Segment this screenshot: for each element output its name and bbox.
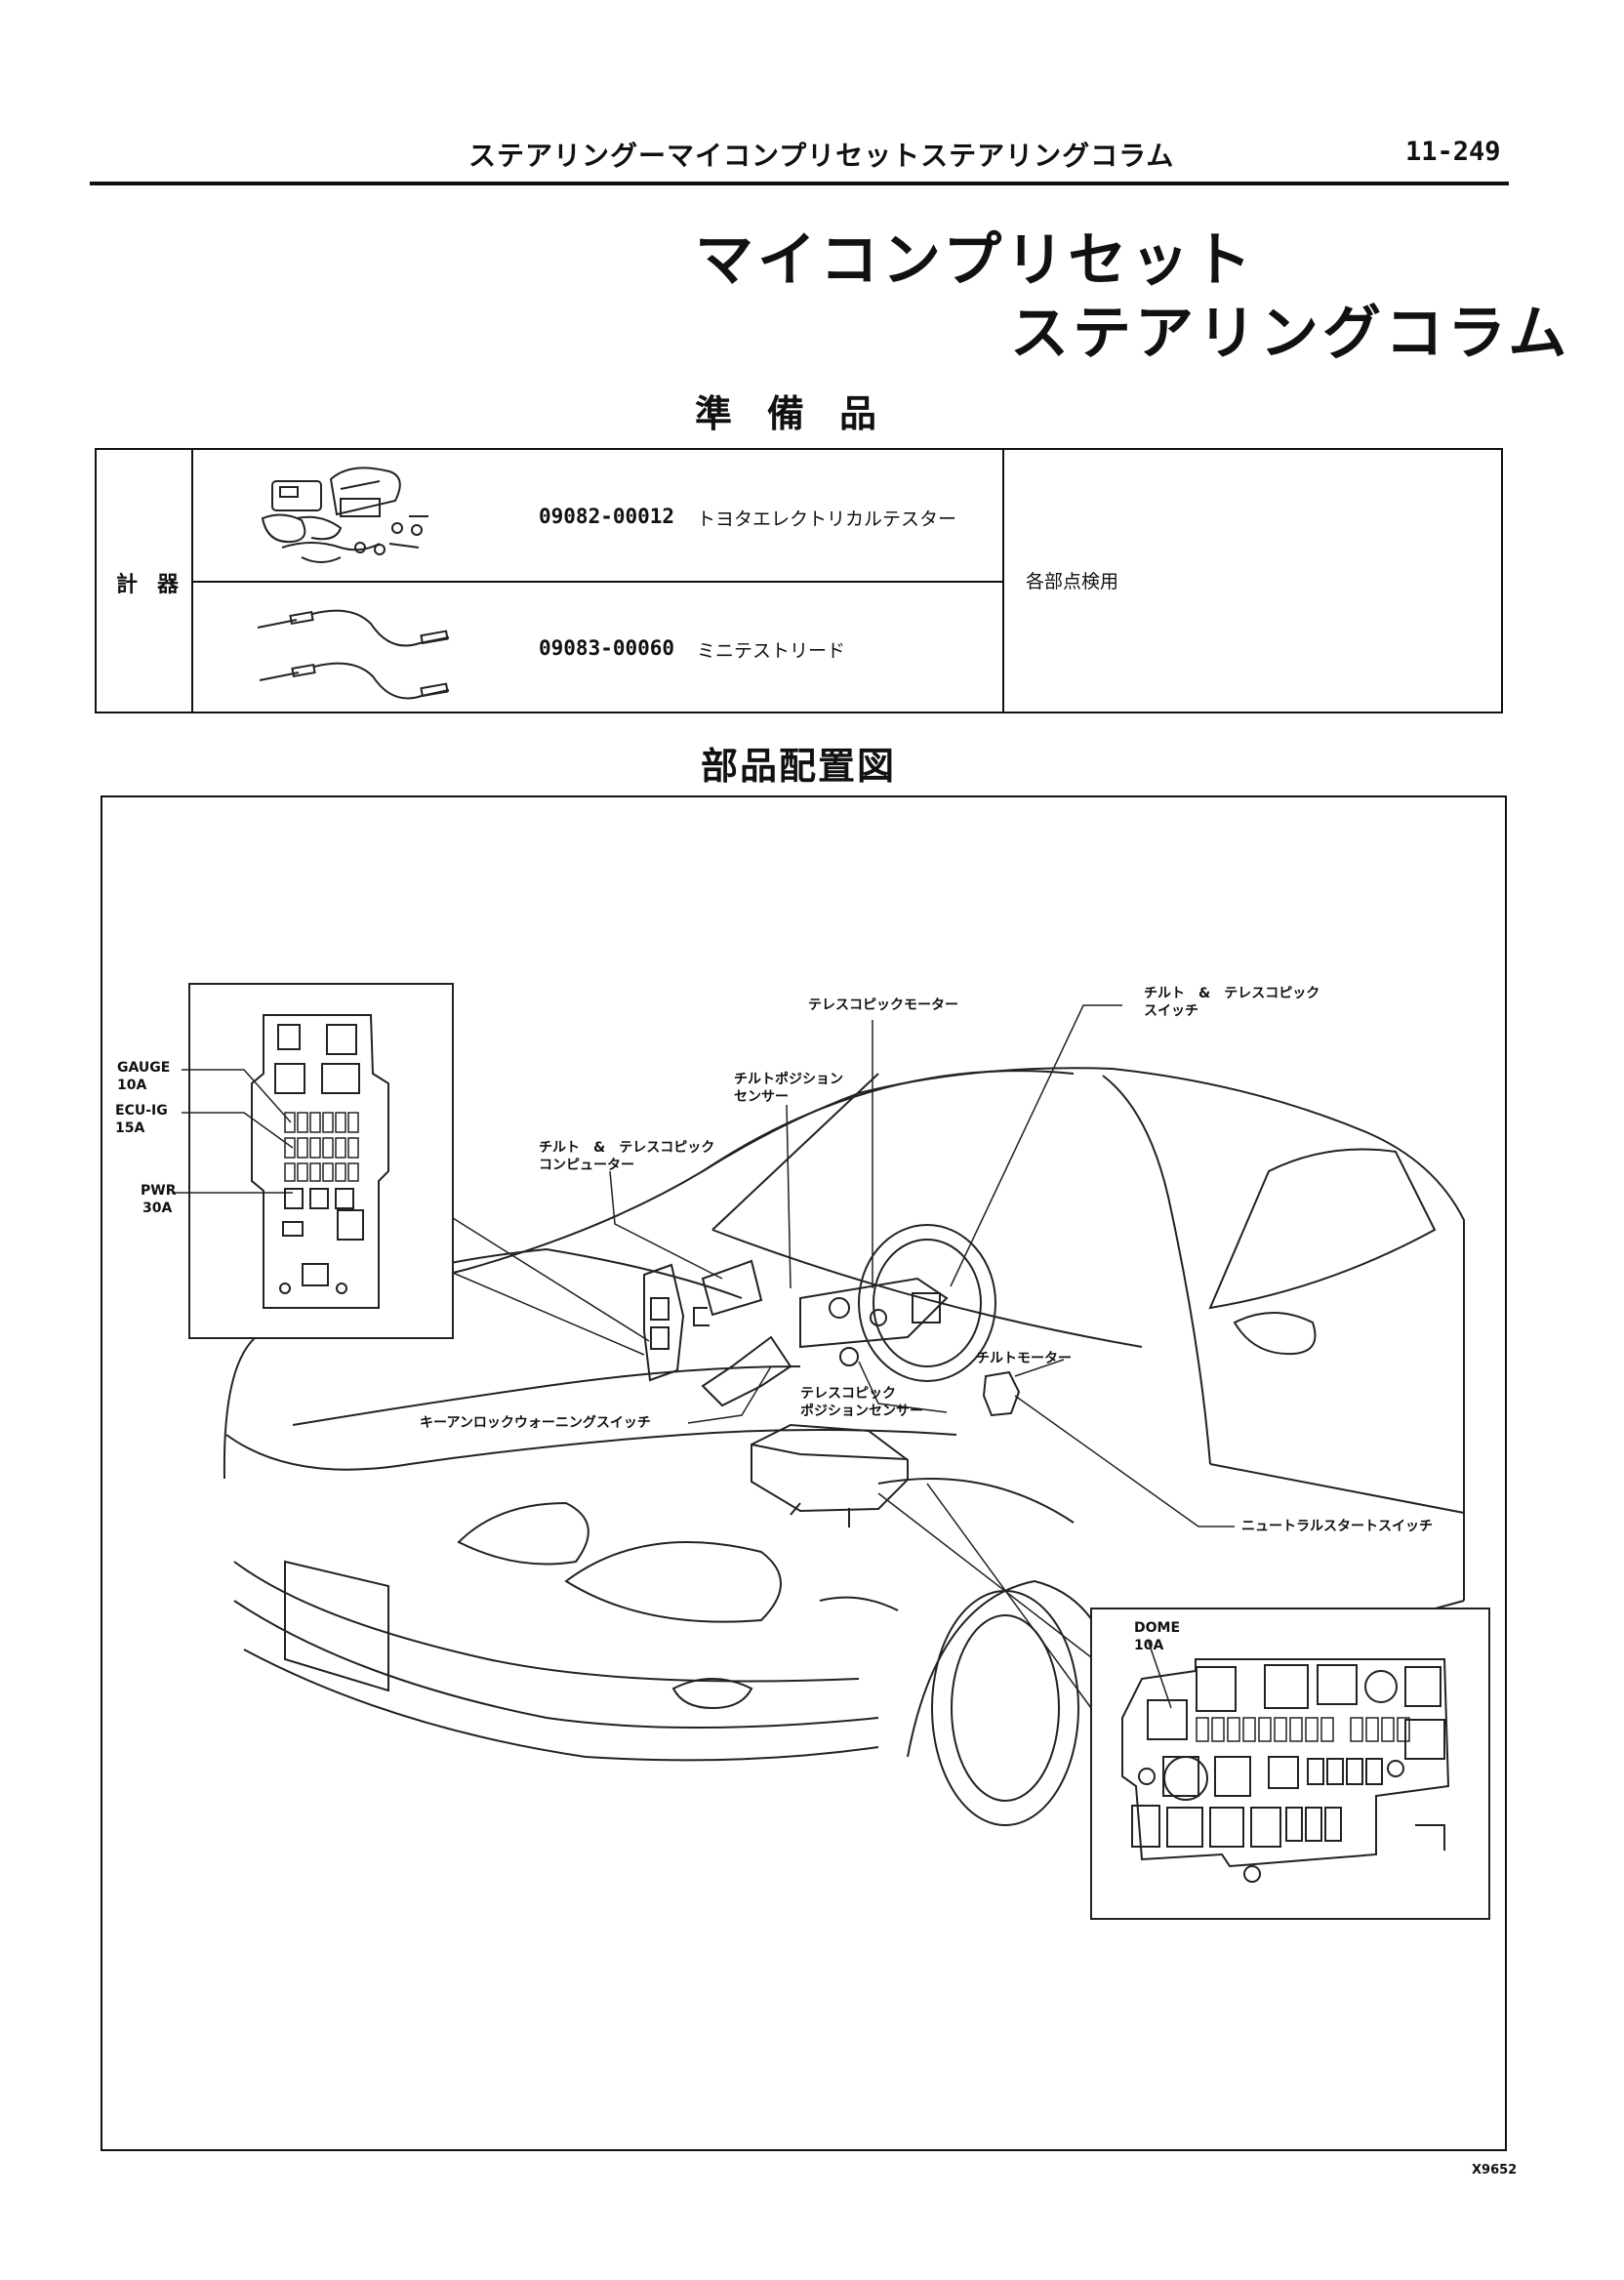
equipment-table: 計器 09082-00012 トヨタエレクトリカルテスター	[95, 448, 1503, 713]
fuse-gauge-name: GAUGE	[117, 1060, 171, 1076]
header-title: ステアリングーマイコンプリセットステアリングコラム	[468, 140, 1175, 172]
right-fuse-box-inset	[1090, 1608, 1490, 1920]
label-tilt-position-sensor: チルトポジション	[734, 1072, 843, 1087]
label-tilt-telescopic-switch: チルト & テレスコピック	[1144, 986, 1320, 1001]
part-name: トヨタエレクトリカルテスター	[697, 509, 957, 530]
header-rule	[90, 182, 1509, 185]
label-telescopic-motor: テレスコピックモーター	[808, 998, 958, 1013]
layout-section-title: 部品配置図	[701, 745, 897, 788]
electrical-tester-illustration	[261, 467, 428, 563]
part-name: ミニテストリード	[697, 640, 846, 662]
label-telescopic-position-sensor-2: ポジションセンサー	[800, 1404, 923, 1419]
category-label: 計器	[116, 573, 199, 597]
diagram-code: X9652	[1472, 2163, 1518, 2178]
label-key-unlock-warning-switch: キーアンロックウォーニングスイッチ	[420, 1415, 651, 1431]
label-tilt-telescopic-switch-2: スイッチ	[1144, 1003, 1198, 1019]
fuse-ecu-ig-name: ECU-IG	[115, 1103, 168, 1119]
fuse-pwr-amp: 30A	[142, 1201, 173, 1216]
left-fuse-box-inset	[188, 983, 454, 1339]
label-neutral-start-switch: ニュートラルスタートスイッチ	[1241, 1519, 1433, 1534]
label-telescopic-position-sensor: テレスコピック	[800, 1386, 896, 1402]
label-tilt-telescopic-computer: チルト & テレスコピック	[539, 1140, 715, 1156]
fuse-pwr-name: PWR	[141, 1183, 177, 1199]
prep-section-title: 準備品	[695, 392, 913, 435]
label-tilt-position-sensor-2: センサー	[734, 1089, 789, 1105]
table-divider	[191, 581, 1004, 583]
label-tilt-telescopic-computer-2: コンピューター	[539, 1158, 634, 1173]
label-tilt-motor: チルトモーター	[976, 1351, 1072, 1366]
usage-note: 各部点検用	[1026, 571, 1119, 592]
test-leads-illustration	[257, 609, 450, 700]
fuse-gauge-amp: 10A	[117, 1078, 147, 1093]
fuse-dome-name: DOME	[1134, 1620, 1181, 1636]
page-number: 11-249	[1405, 137, 1501, 167]
part-number: 09082-00012	[539, 505, 675, 528]
main-title-line1: マイコンプリセット	[695, 226, 1256, 295]
component-layout-diagram	[101, 795, 1507, 2151]
fuse-dome-amp: 10A	[1134, 1638, 1164, 1653]
fuse-ecu-ig-amp: 15A	[115, 1120, 145, 1136]
main-title-line2: ステアリングコラム	[1010, 300, 1571, 368]
part-number: 09083-00060	[539, 636, 675, 660]
